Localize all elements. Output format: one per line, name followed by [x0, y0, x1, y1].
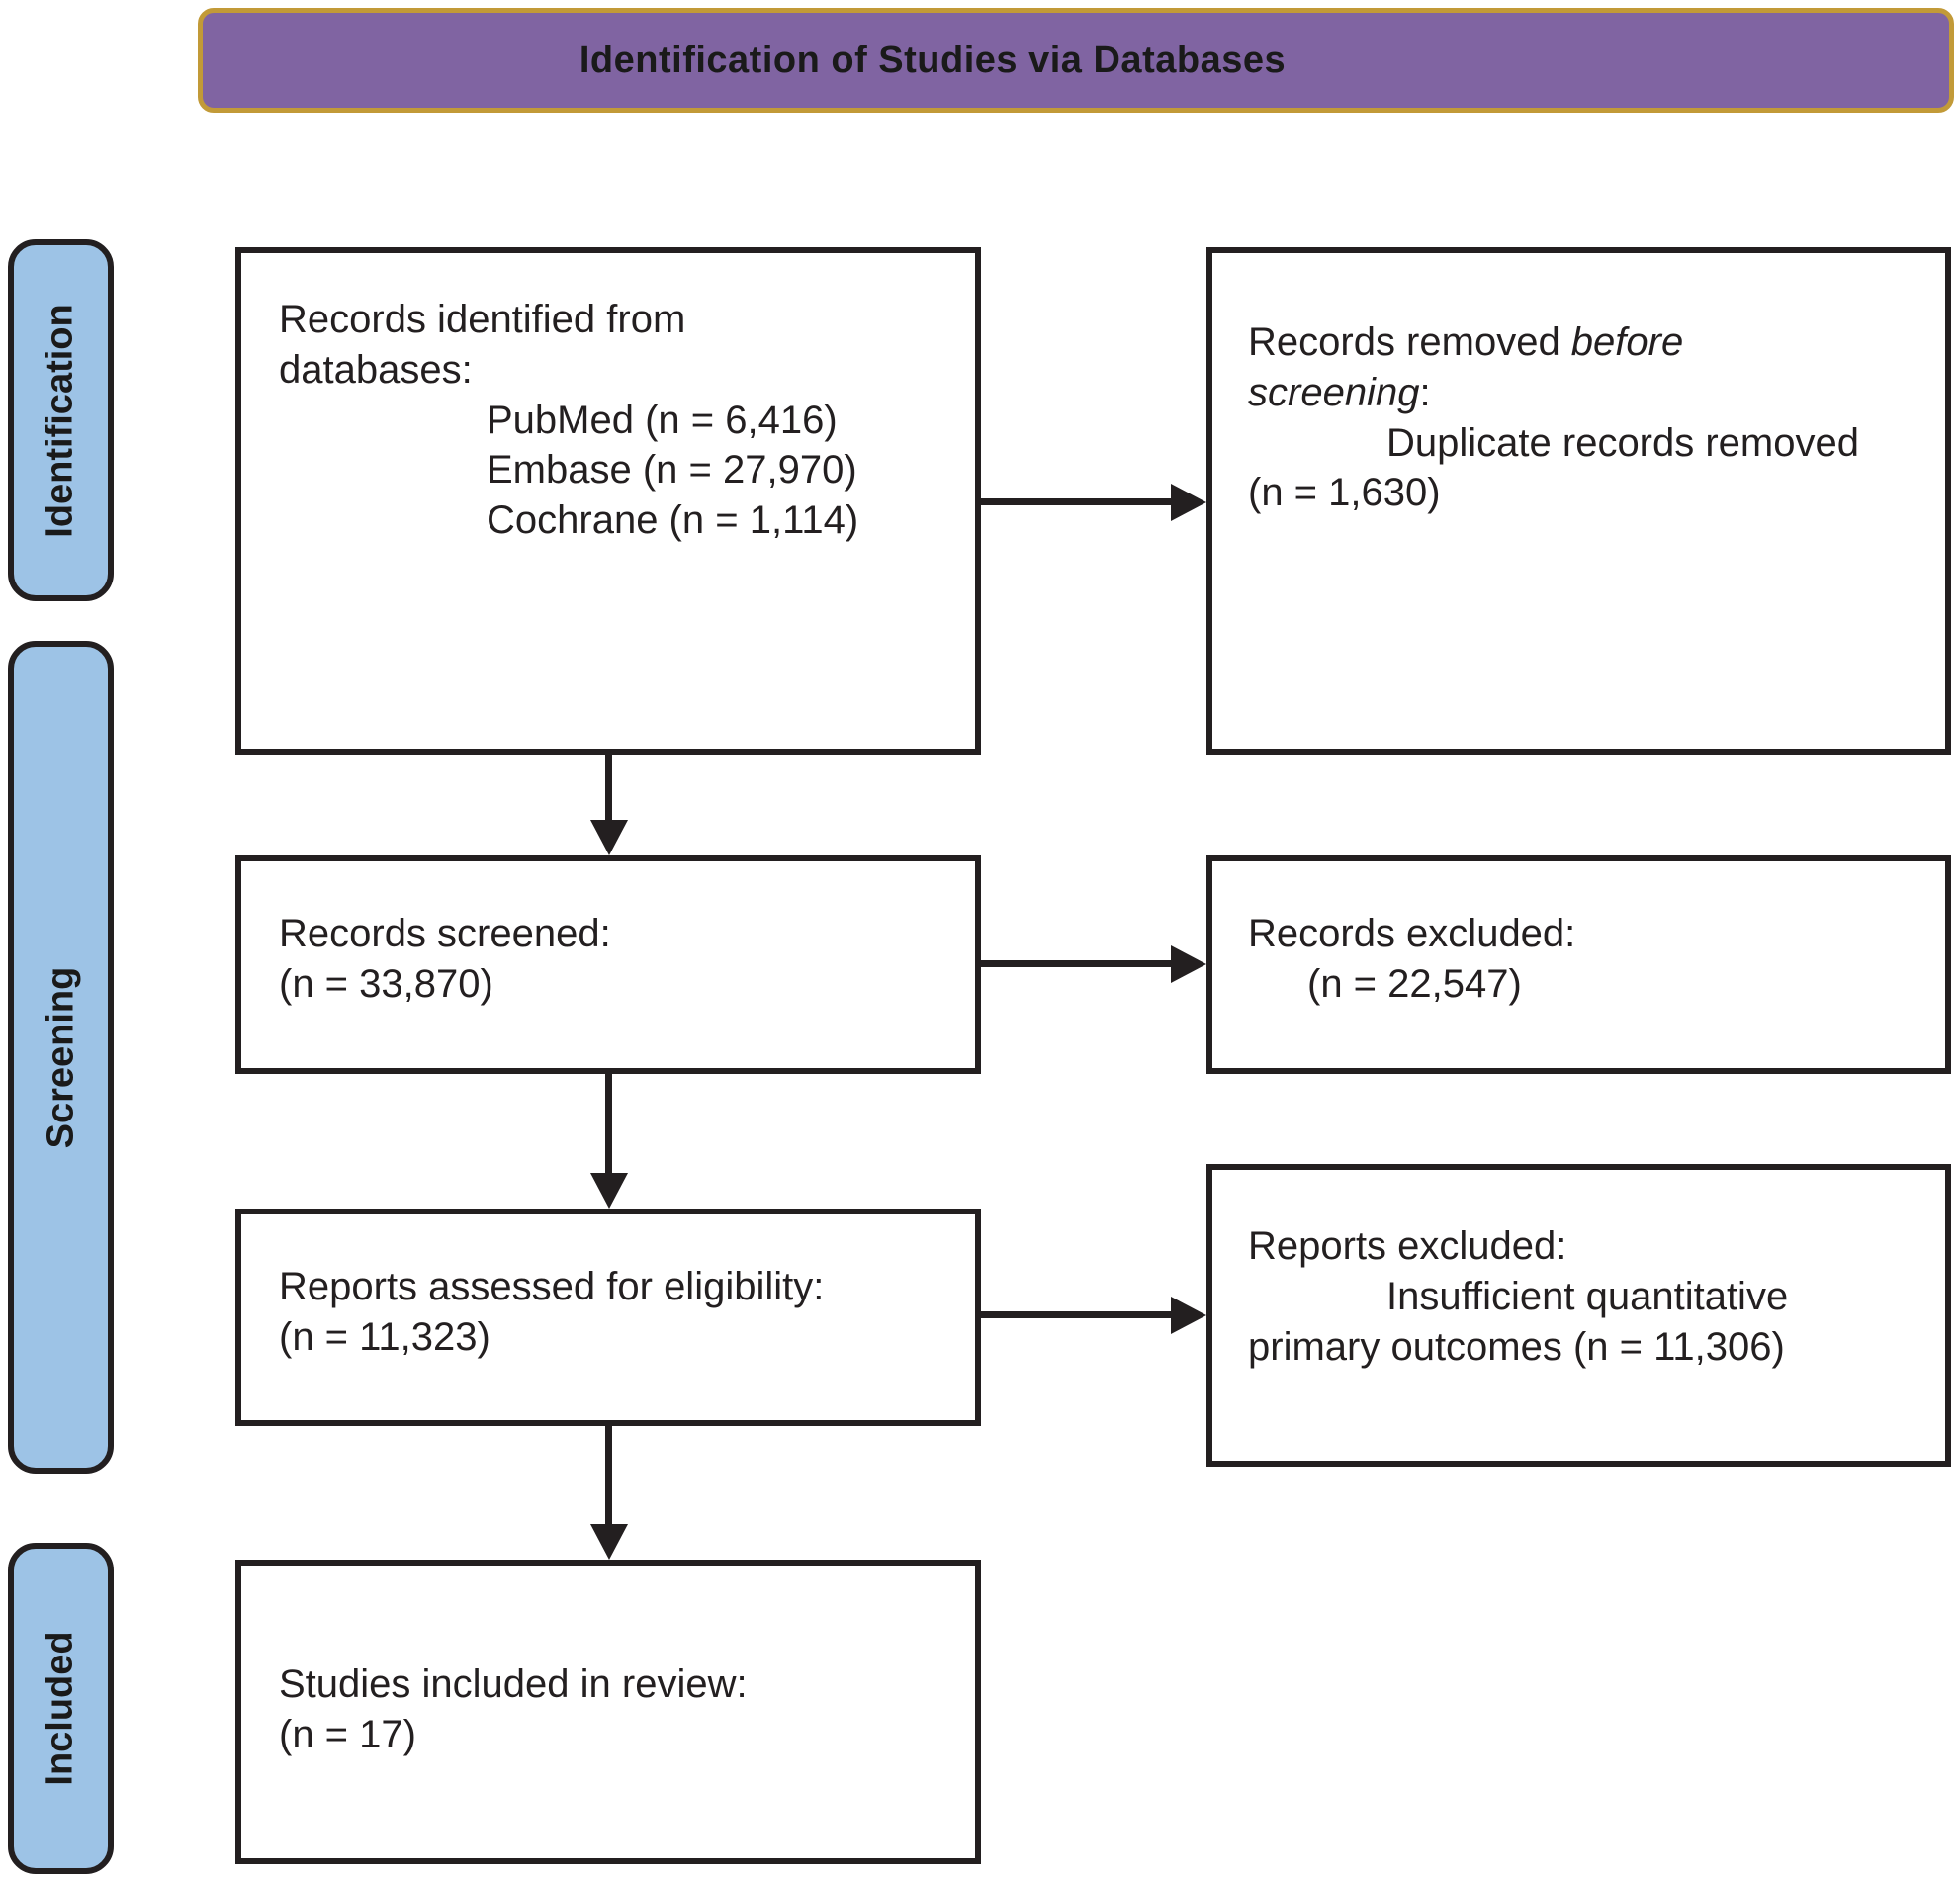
box-text-line: (n = 17) — [279, 1712, 416, 1756]
box-text-line: Duplicate records removed — [1386, 420, 1859, 465]
box-reports-excluded: Reports excluded: Insufficient quantitati… — [1206, 1164, 1951, 1467]
arrow-line-assessed-to-included — [605, 1426, 612, 1524]
page-title: Identification of Studies via Databases — [579, 39, 1287, 81]
box-text-line: Cochrane (n = 1,114) — [487, 498, 859, 543]
arrowhead-down-3 — [590, 1524, 628, 1560]
box-text-line: (n = 11,323) — [279, 1314, 490, 1359]
box-text-line: (n = 33,870) — [279, 961, 493, 1006]
arrow-line-identified-to-screened — [605, 755, 612, 820]
box-reports-assessed: Reports assessed for eligibility: (n = 11… — [235, 1209, 981, 1426]
arrow-line-assessed-to-reports-excluded — [981, 1311, 1175, 1318]
box-text-line: primary outcomes (n = 11,306) — [1248, 1324, 1785, 1369]
arrowhead-right-row1 — [1171, 484, 1206, 521]
box-text-line: Records removed before — [1248, 320, 1684, 364]
header-banner: Identification of Studies via Databases — [198, 8, 1954, 113]
box-studies-included: Studies included in review: (n = 17) — [235, 1560, 981, 1864]
box-text-line: screening: — [1248, 370, 1431, 414]
box-text-line: databases: — [279, 347, 473, 392]
stage-label-identification: Identification — [40, 303, 82, 538]
arrowhead-down-1 — [590, 820, 628, 855]
box-text-line: Records identified from — [279, 298, 686, 341]
box-text-line: Insufficient quantitative — [1386, 1274, 1789, 1318]
stage-pill-included: Included — [8, 1543, 114, 1874]
box-records-removed-before-screening: Records removed before screening: Duplicat… — [1206, 247, 1951, 755]
stage-label-screening: Screening — [40, 966, 82, 1148]
box-text-line: Records excluded: — [1248, 912, 1576, 955]
arrowhead-right-row2 — [1171, 945, 1206, 983]
arrow-line-identified-to-removed — [981, 498, 1175, 505]
arrowhead-down-2 — [590, 1173, 628, 1209]
box-records-screened: Records screened: (n = 33,870) — [235, 855, 981, 1074]
box-text-line: (n = 1,630) — [1248, 471, 1441, 515]
box-text-line: PubMed (n = 6,416) — [487, 398, 838, 442]
stage-pill-identification: Identification — [8, 239, 114, 601]
arrowhead-right-row3 — [1171, 1297, 1206, 1334]
stage-pill-screening: Screening — [8, 641, 114, 1474]
box-records-identified: Records identified from databases: PubMed … — [235, 247, 981, 755]
box-text-line: Reports assessed for eligibility: — [279, 1265, 825, 1308]
box-text-line: Records screened: — [279, 912, 611, 955]
box-text-line: Studies included in review: — [279, 1662, 748, 1706]
box-text-line: Reports excluded: — [1248, 1224, 1567, 1268]
stage-label-included: Included — [40, 1631, 82, 1786]
box-text-line: (n = 22,547) — [1307, 961, 1522, 1006]
box-text-line: Embase (n = 27,970) — [487, 448, 857, 493]
box-records-excluded: Records excluded: (n = 22,547) — [1206, 855, 1951, 1074]
arrow-line-screened-to-excluded — [981, 960, 1175, 967]
arrow-line-screened-to-assessed — [605, 1074, 612, 1173]
